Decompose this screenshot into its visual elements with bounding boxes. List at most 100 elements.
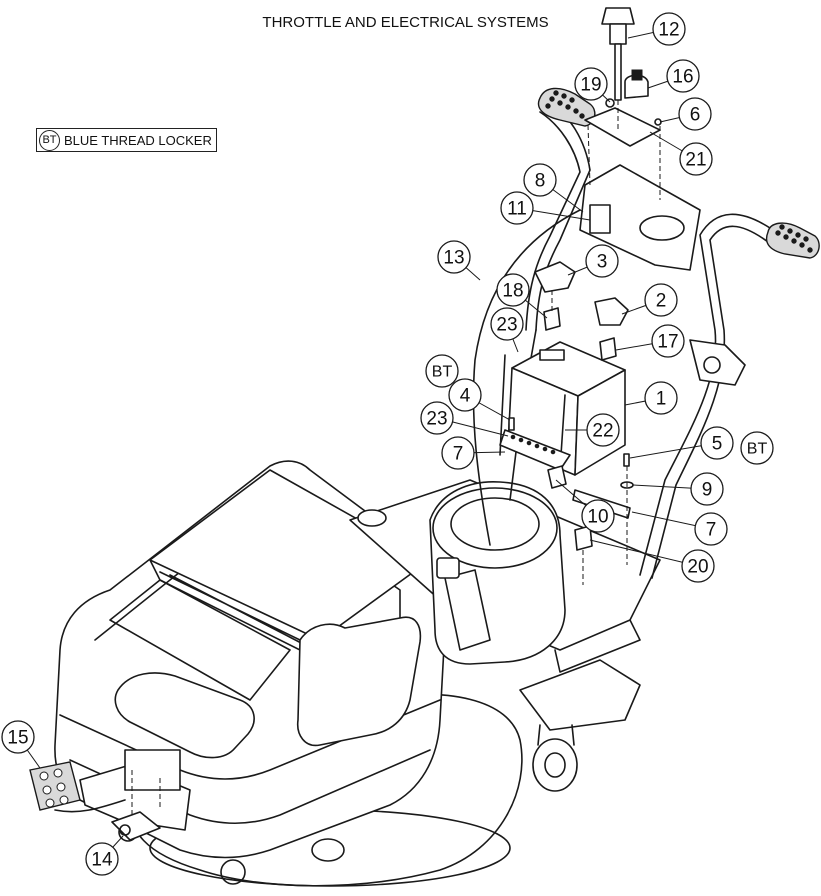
throttle-plate (584, 107, 661, 147)
fuel-tank (444, 569, 491, 651)
callout-8-5: 8 (523, 163, 584, 213)
callout-3-8: 3 (567, 244, 619, 278)
callout-label: 3 (597, 252, 608, 273)
side-window (296, 616, 422, 747)
callout-label: 7 (453, 444, 464, 465)
callout-label: 8 (535, 171, 546, 192)
callout-bubble (651, 324, 685, 358)
callout-leader (589, 539, 699, 567)
key-switch-key (631, 69, 643, 81)
callout-bubble (574, 67, 608, 101)
callout-7-23: 7 (631, 511, 728, 546)
callout-label: 21 (685, 150, 706, 171)
callout-bubble (85, 842, 119, 876)
hood-lower-edge (69, 749, 431, 825)
callout-23-16: 23 (420, 401, 509, 437)
callout-label: 23 (496, 315, 517, 336)
callout-label: 20 (687, 557, 708, 578)
callout-label: 12 (658, 20, 679, 41)
legend-symbol: BT (39, 129, 60, 151)
callout-17-12: 17 (615, 324, 685, 358)
callout-label: 14 (91, 850, 113, 871)
work-light-wire (54, 799, 126, 813)
work-light-housing (29, 761, 81, 811)
deck-side (554, 619, 641, 673)
side-mount-knob (703, 356, 721, 374)
terminal-cover-3 (534, 261, 576, 293)
callout-label: BT (432, 364, 453, 381)
callout-bubble (681, 549, 715, 583)
callout-bubble (678, 97, 712, 131)
callout-label: 10 (587, 507, 608, 528)
fuse-20 (574, 525, 593, 551)
light-mount-14 (111, 811, 161, 841)
work-light-leds (39, 768, 69, 808)
handle-right-tube (639, 213, 781, 576)
callout-20-24: 20 (589, 539, 715, 583)
callout-label: 13 (443, 248, 464, 269)
callout-13-7: 13 (437, 240, 481, 281)
fuel-cap (436, 557, 460, 579)
rear-caster-fork (537, 724, 575, 746)
callout-label: 19 (580, 75, 601, 96)
bolt-4 (508, 417, 515, 431)
handle-right-tube-inner (651, 225, 773, 579)
caster-bracket (519, 659, 641, 731)
front-window (114, 672, 255, 759)
legend-text: BLUE THREAD LOCKER (64, 132, 212, 148)
front-caster-right (220, 859, 246, 885)
callout-5-19: 5 (629, 426, 734, 460)
engine-fan-cover (432, 487, 558, 569)
callout-label: 22 (592, 421, 613, 442)
terminal-17 (599, 337, 617, 361)
callout-4-14: 4 (448, 378, 511, 421)
rear-caster-wheel (532, 738, 578, 792)
machine-body (54, 460, 523, 887)
callout-bubble (679, 142, 713, 176)
callout-18-9: 18 (496, 273, 548, 319)
rear-caster-hub (544, 752, 566, 778)
terminal-18 (543, 307, 561, 331)
hood-front-edge (59, 699, 441, 780)
callout-bubble (420, 401, 454, 435)
callout-bubble (585, 244, 619, 278)
throttle-cable (472, 209, 581, 546)
console-cutout (639, 215, 685, 241)
throttle-shaft (614, 43, 622, 101)
battery-handle (539, 349, 565, 361)
callout-label: 23 (426, 409, 447, 430)
work-light-assembly (29, 761, 161, 841)
deck-knob (357, 509, 387, 527)
callout-bubble (437, 240, 471, 274)
callout-bubble (496, 273, 530, 307)
chassis-deck (349, 479, 661, 792)
diagram-title: THROTTLE AND ELECTRICAL SYSTEMS (262, 14, 549, 31)
callout-22-17: 22 (565, 413, 620, 447)
handle-left-tube-inner (525, 111, 581, 331)
callout-label: 6 (690, 105, 701, 126)
callout-label: 4 (460, 386, 471, 407)
control-console (579, 164, 701, 271)
bracket-holes (510, 434, 556, 455)
callout-bubble (586, 413, 620, 447)
callout-14-26: 14 (85, 835, 124, 876)
vent-strip (159, 571, 306, 646)
throttle-collar (609, 23, 627, 45)
callout-label: 15 (7, 728, 28, 749)
callout-label: 1 (656, 389, 667, 410)
callout-9-21: 9 (632, 472, 724, 506)
callout-bubble (425, 354, 459, 388)
callout-label: 18 (502, 281, 523, 302)
callout-bubble (523, 163, 557, 197)
callout-bubble (666, 59, 700, 93)
callout-bubble (441, 436, 475, 470)
throttle-knob (601, 7, 635, 25)
callout-16-2: 16 (647, 59, 700, 93)
callout-bubble (500, 191, 534, 225)
engine-fan-inner (450, 497, 540, 551)
legend-box: BT BLUE THREAD LOCKER (36, 128, 217, 152)
callout-label: 16 (672, 67, 693, 88)
callout-21-4: 21 (649, 131, 713, 176)
